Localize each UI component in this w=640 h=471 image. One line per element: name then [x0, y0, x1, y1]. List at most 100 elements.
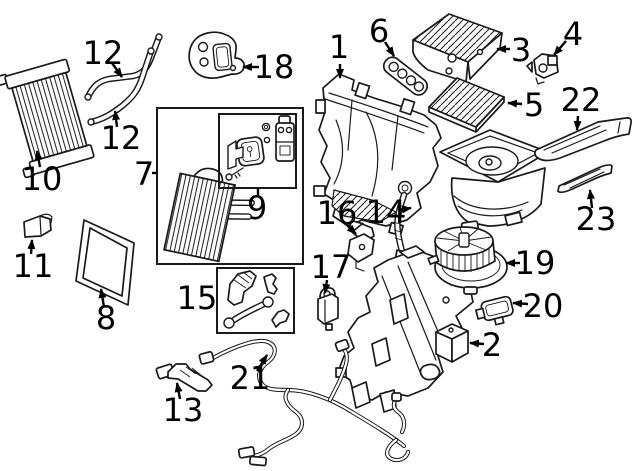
callout-9-label: 9: [247, 189, 267, 227]
gasket-hole: [197, 41, 209, 53]
callout-18-label: 18: [254, 48, 295, 86]
callout-15-label: 15: [177, 279, 218, 317]
lower-housing-hole: [442, 296, 450, 304]
callout-12a-arrow: [111, 62, 123, 78]
bucket-band: [453, 195, 529, 217]
rod-end: [223, 317, 235, 329]
pipe-tube-inner: [395, 193, 406, 254]
callout-23-arrow: [587, 189, 595, 209]
callout-14-arrow: [397, 205, 412, 214]
heater-core-fins: [10, 71, 88, 163]
washer-hole: [263, 124, 269, 130]
trim-23-body: [557, 164, 613, 194]
clip-body: [23, 215, 52, 238]
support-bracket: [155, 363, 213, 392]
lever-elbow: [271, 309, 290, 328]
screw-shaft: [231, 167, 244, 179]
valve-lower-port: [279, 145, 291, 156]
callout-7-label: 7: [134, 155, 154, 193]
rod-end: [262, 296, 274, 308]
callout-5-label: 5: [524, 86, 544, 124]
harness-connector: [248, 455, 268, 467]
seal-frame: [75, 219, 135, 306]
gasket-strip-cell: [405, 75, 417, 86]
screw-head: [225, 173, 233, 181]
lower-housing-opening: [389, 293, 409, 325]
valve-body: [317, 293, 339, 325]
evaporator-kit-box: [156, 107, 304, 265]
callout-14-label: 14: [366, 193, 407, 231]
callout-20-label: 20: [523, 287, 564, 325]
callout-10-arrow: [34, 150, 43, 168]
heater-pipes: [84, 33, 163, 126]
clip-detail: [39, 213, 53, 236]
trim-22-lines: [543, 121, 621, 154]
callout-23-label: 23: [576, 200, 617, 238]
evaporator-handle: [193, 167, 224, 184]
cowl-hole: [445, 67, 453, 75]
callout-6-arrow: [383, 41, 396, 57]
bucket-center: [485, 158, 493, 166]
blower-motor: [427, 226, 508, 295]
callout-20-arrow: [512, 299, 529, 308]
resistor-tab: [475, 307, 486, 320]
wiring-harness: [198, 338, 411, 467]
blower-tab: [463, 286, 478, 295]
bracket-foot: [535, 77, 545, 85]
harness-branch-left-inner: [250, 388, 304, 458]
bracket-hatch: [179, 366, 203, 378]
callout-19-label: 19: [515, 244, 556, 282]
heater-pipe-lower-inner: [89, 49, 153, 124]
bracket-block: [547, 55, 558, 66]
lever-kit-box: [216, 267, 295, 334]
small-bracket: [526, 53, 559, 85]
pipe-end-cap: [155, 33, 163, 41]
sensor-hole: [358, 243, 366, 251]
callout-6-label: 6: [369, 12, 389, 50]
bucket-base: [450, 167, 546, 227]
lever-cam: [263, 273, 278, 295]
callout-5-arrow: [507, 99, 523, 108]
filter-pleats: [428, 77, 505, 128]
washer-small: [263, 136, 271, 144]
harness-right-cluster-inner: [386, 398, 410, 462]
pipe-end-cap: [147, 47, 155, 55]
intake-gasket-strip: [382, 56, 429, 96]
cube-right: [451, 330, 469, 363]
callout-17-label: 17: [311, 248, 352, 286]
cowl-intake-cover: [412, 13, 503, 83]
callouts: 1 2 3 4 5 6 7 8 9 10 11 12 12 13 14 15 1…: [13, 12, 617, 429]
harness-main-run-inner: [211, 339, 406, 448]
lever-hatch: [233, 271, 253, 289]
cabin-air-filter: [428, 77, 505, 133]
pipe-end-cap: [84, 93, 92, 101]
callout-12b-arrow: [112, 110, 121, 128]
callout-1-label: 1: [329, 28, 349, 66]
sensor-foot: [355, 259, 365, 272]
harness-connector: [198, 350, 215, 365]
pipe-ring-inner: [401, 184, 409, 192]
gasket-hole: [199, 57, 209, 67]
harness-connector: [391, 392, 402, 402]
callout-11-label: 11: [13, 247, 54, 285]
resistor-inner: [485, 300, 509, 317]
housing-lug: [313, 185, 326, 197]
washer: [261, 122, 271, 132]
harness-connector: [237, 446, 256, 459]
mounting-gasket: [188, 31, 245, 80]
housing-edge: [347, 99, 399, 171]
heater-core: [0, 58, 95, 179]
cowl-hole-small: [476, 48, 484, 56]
lower-housing-snout: [399, 245, 425, 259]
kit-box-7: [156, 107, 304, 265]
callout-10-label: 10: [22, 160, 63, 198]
cowl-front: [412, 39, 469, 83]
blower-hub: [458, 232, 470, 248]
callout-16-arrow: [344, 222, 357, 235]
housing-floor-hatch: [331, 189, 398, 223]
sensor-bracket: [347, 223, 375, 272]
trim-strip-upper: [534, 117, 632, 162]
evaporator-fins: [163, 172, 237, 263]
